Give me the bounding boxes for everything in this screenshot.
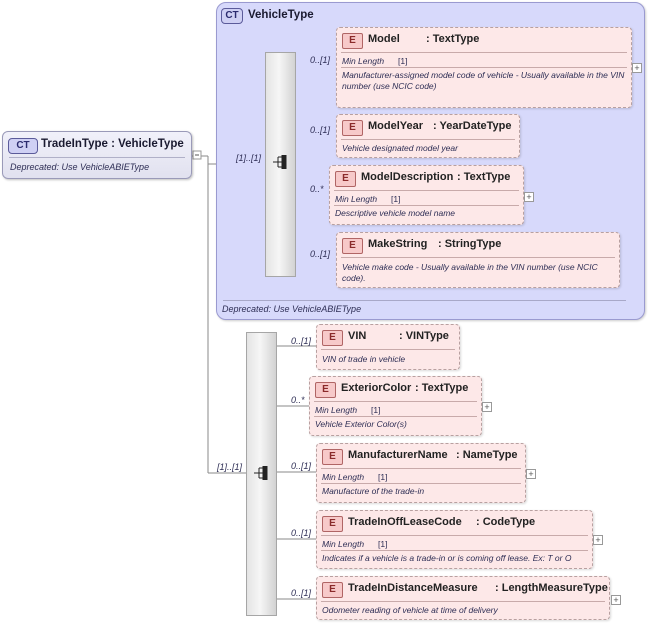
expand-icon[interactable]: + xyxy=(482,402,492,412)
element-name: MakeString xyxy=(368,238,428,250)
facet-value: [1] xyxy=(378,472,388,482)
divider xyxy=(321,483,521,484)
element-doc: Vehicle Exterior Color(s) xyxy=(315,419,407,429)
facet-value: [1] xyxy=(371,405,381,415)
element-type: : CodeType xyxy=(476,516,536,528)
element-doc: VIN of trade in vehicle xyxy=(322,354,406,364)
divider xyxy=(223,300,626,301)
facet-value: [1] xyxy=(378,539,388,549)
element-model[interactable]: E Model : TextType Min Length [1] Manufa… xyxy=(336,27,632,108)
divider xyxy=(321,550,588,551)
divider xyxy=(314,416,477,417)
element-name: Model xyxy=(368,33,400,45)
facet-label: Min Length xyxy=(342,56,385,66)
element-badge: E xyxy=(322,449,343,465)
divider xyxy=(321,601,605,602)
complex-type-badge: CT xyxy=(8,138,38,154)
element-badge: E xyxy=(335,171,356,187)
element-doc: Manufacturer-assigned model code of vehi… xyxy=(342,70,625,91)
divider xyxy=(9,157,185,158)
element-doc: Vehicle designated model year xyxy=(342,143,458,153)
divider xyxy=(321,535,588,536)
element-type: : TextType xyxy=(426,33,480,45)
divider xyxy=(334,205,519,206)
element-makestring[interactable]: E MakeString : StringType Vehicle make c… xyxy=(336,232,620,288)
tradein-sequence[interactable] xyxy=(246,332,277,616)
tradein-type-doc: Deprecated: Use VehicleABIEType xyxy=(10,162,150,172)
element-badge: E xyxy=(342,238,363,254)
vehicle-type-title: VehicleType xyxy=(248,9,314,21)
expand-icon[interactable]: + xyxy=(524,192,534,202)
sequence-icon xyxy=(272,154,288,172)
element-badge: E xyxy=(342,33,363,49)
element-name: VIN xyxy=(348,330,367,342)
tradein-type-node[interactable]: CT TradeInType : VehicleType Deprecated:… xyxy=(2,131,192,179)
element-badge: E xyxy=(322,582,343,598)
element-doc: Descriptive vehicle model name xyxy=(335,208,455,218)
sequence-multiplicity: [1]..[1] xyxy=(217,462,243,472)
divider xyxy=(341,257,615,258)
facet-label: Min Length xyxy=(322,539,365,549)
element-type: : StringType xyxy=(438,238,502,250)
element-name: ExteriorColor xyxy=(341,382,412,394)
element-badge: E xyxy=(315,382,336,398)
element-name: ManufacturerName xyxy=(348,449,448,461)
element-doc: Manufacture of the trade-in xyxy=(322,486,425,496)
facet-value: [1] xyxy=(391,194,401,204)
element-modelyear[interactable]: E ModelYear : YearDateType Vehicle desig… xyxy=(336,114,520,158)
modelyear-multiplicity: 0..[1] xyxy=(310,125,331,135)
facet-value: [1] xyxy=(398,56,408,66)
tradeindistancemeasure-multiplicity: 0..[1] xyxy=(291,588,312,598)
element-doc: Indicates if a vehicle is a trade-in or … xyxy=(322,553,572,563)
facet-label: Min Length xyxy=(322,472,365,482)
element-name: ModelDescription xyxy=(361,171,454,183)
complex-type-badge: CT xyxy=(221,8,243,24)
exteriorcolor-multiplicity: 0..* xyxy=(291,395,305,405)
vin-multiplicity: 0..[1] xyxy=(291,336,312,346)
divider xyxy=(341,67,627,68)
element-vin[interactable]: E VIN : VINType VIN of trade in vehicle xyxy=(316,324,460,370)
divider xyxy=(321,468,521,469)
sequence-icon xyxy=(253,465,269,483)
element-tradeindistancemeasure[interactable]: E TradeInDistanceMeasure : LengthMeasure… xyxy=(316,576,610,620)
element-type: : YearDateType xyxy=(433,120,512,132)
element-manufacturername[interactable]: E ManufacturerName : NameType Min Length… xyxy=(316,443,526,503)
element-badge: E xyxy=(342,120,363,136)
element-doc: Odometer reading of vehicle at time of d… xyxy=(322,605,498,615)
divider xyxy=(334,190,519,191)
element-type: : NameType xyxy=(456,449,518,461)
tradein-type-title: TradeInType : VehicleType xyxy=(41,138,184,150)
element-badge: E xyxy=(322,330,343,346)
element-name: TradeInOffLeaseCode xyxy=(348,516,462,528)
vehicle-type-sequence[interactable] xyxy=(265,52,296,277)
divider xyxy=(314,401,477,402)
element-badge: E xyxy=(322,516,343,532)
expand-icon[interactable]: + xyxy=(611,595,621,605)
model-multiplicity: 0..[1] xyxy=(310,55,331,65)
element-type: : LengthMeasureType xyxy=(495,582,608,594)
expand-icon[interactable]: + xyxy=(526,469,536,479)
element-type: : TextType xyxy=(415,382,469,394)
element-tradeinoffleasecode[interactable]: E TradeInOffLeaseCode : CodeType Min Len… xyxy=(316,510,593,569)
facet-label: Min Length xyxy=(335,194,378,204)
element-doc: Vehicle make code - Usually available in… xyxy=(342,262,598,283)
expand-icon[interactable]: + xyxy=(593,535,603,545)
modeldescription-multiplicity: 0..* xyxy=(310,184,324,194)
divider xyxy=(321,349,455,350)
element-exteriorcolor[interactable]: E ExteriorColor : TextType Min Length [1… xyxy=(309,376,482,436)
tradeinoffleasecode-multiplicity: 0..[1] xyxy=(291,528,312,538)
divider xyxy=(341,139,515,140)
vehicle-type-doc: Deprecated: Use VehicleABIEType xyxy=(222,304,362,314)
facet-label: Min Length xyxy=(315,405,358,415)
manufacturername-multiplicity: 0..[1] xyxy=(291,461,312,471)
makestring-multiplicity: 0..[1] xyxy=(310,249,331,259)
element-name: ModelYear xyxy=(368,120,424,132)
sequence-multiplicity: [1]..[1] xyxy=(236,153,262,163)
expand-icon[interactable]: + xyxy=(632,63,642,73)
element-name: TradeInDistanceMeasure xyxy=(348,582,478,594)
element-type: : TextType xyxy=(457,171,511,183)
divider xyxy=(341,52,627,53)
element-modeldescription[interactable]: E ModelDescription : TextType Min Length… xyxy=(329,165,524,225)
element-type: : VINType xyxy=(399,330,449,342)
